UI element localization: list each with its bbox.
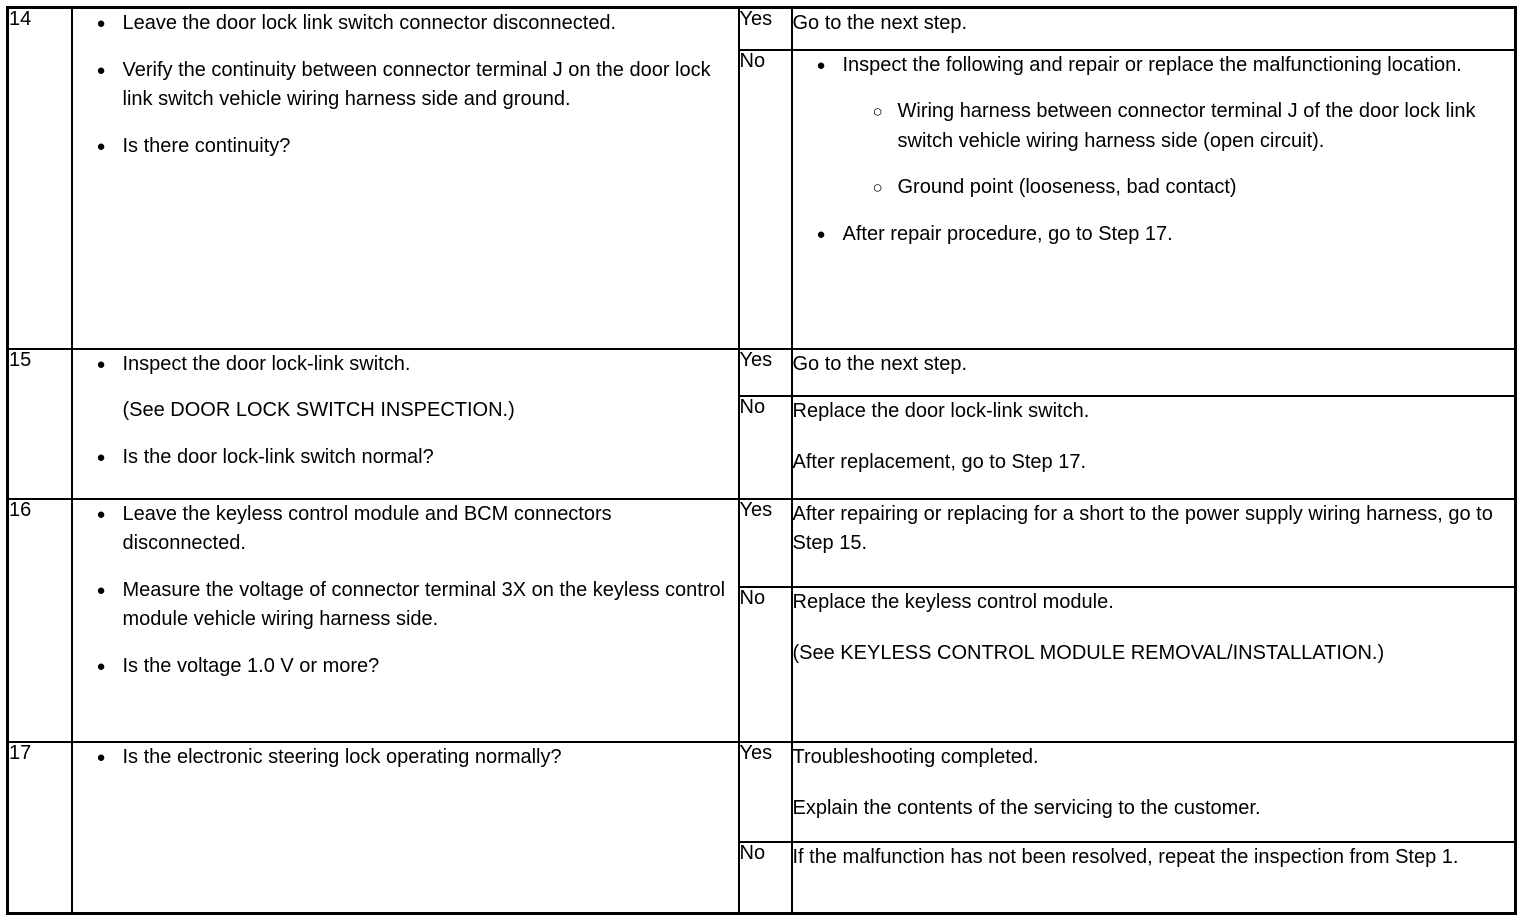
item-text: After repairing or replacing for a short… — [792, 502, 1493, 555]
bullet-item: ○ Ground point (looseness, bad contact) — [793, 173, 1515, 203]
item-text: After replacement, go to Step 17. — [792, 451, 1087, 474]
result-cell-yes: Troubleshooting completed. Explain the co… — [790, 740, 1517, 843]
bullet-item: ● Measure the voltage of connector termin… — [73, 576, 738, 635]
result-cell-no: Replace the door lock-link switch. After … — [790, 394, 1517, 500]
result-cell-no: ● Inspect the following and repair or rep… — [790, 48, 1517, 350]
step-action-cell: ● Is the electronic steering lock operati… — [70, 740, 740, 915]
item-text: Ground point (looseness, bad contact) — [897, 176, 1237, 199]
text-paragraph: Go to the next step. — [793, 9, 1515, 39]
item-text: Inspect the door lock-link switch. — [122, 352, 411, 375]
text-paragraph: Replace the keyless control module. — [793, 588, 1515, 618]
bullet-item: ● Is the electronic steering lock operati… — [73, 743, 738, 773]
item-text: Verify the continuity between connector … — [122, 58, 711, 111]
item-text: Measure the voltage of connector termina… — [122, 578, 726, 631]
item-text: Go to the next step. — [792, 12, 968, 34]
result-cell-yes: Go to the next step. — [790, 6, 1517, 51]
answer-label-no: No — [737, 394, 793, 500]
text-paragraph: If the malfunction has not been resolved… — [793, 843, 1515, 873]
result-cell-yes: Go to the next step. — [790, 347, 1517, 397]
item-text: (See DOOR LOCK SWITCH INSPECTION.) — [122, 399, 515, 422]
item-text: Explain the contents of the servicing to… — [792, 797, 1261, 820]
bullet-item: ● After repair procedure, go to Step 17. — [793, 220, 1515, 250]
item-text: Leave the door lock link switch connecto… — [122, 12, 617, 34]
item-text: Wiring harness between connector termina… — [897, 100, 1476, 152]
text-paragraph: (See DOOR LOCK SWITCH INSPECTION.) — [73, 396, 738, 426]
filled-bullet-icon: ● — [816, 56, 826, 74]
bullet-item: ● Is the voltage 1.0 V or more? — [73, 652, 738, 682]
troubleshooting-table: 14 ● Leave the door lock link switch conne… — [6, 6, 1517, 915]
text-paragraph: After replacement, go to Step 17. — [793, 448, 1515, 478]
answer-label-yes: Yes — [737, 347, 793, 397]
bullet-item: ● Verify the continuity between connector… — [73, 56, 738, 115]
item-text: Troubleshooting completed. — [792, 745, 1039, 768]
bullet-item: ● Inspect the door lock-link switch. — [73, 350, 738, 380]
answer-label-no: No — [737, 840, 793, 915]
filled-bullet-icon: ● — [96, 748, 106, 766]
answer-label-yes: Yes — [737, 740, 793, 843]
hollow-bullet-icon: ○ — [872, 102, 883, 122]
item-text: (See KEYLESS CONTROL MODULE REMOVAL/INST… — [792, 642, 1385, 665]
result-cell-no: Replace the keyless control module. (See … — [790, 585, 1517, 743]
answer-label-no: No — [737, 48, 793, 350]
step-action-cell: ● Leave the door lock link switch connect… — [70, 6, 740, 350]
table-body: 14 ● Leave the door lock link switch conne… — [6, 6, 1517, 915]
item-text: Leave the keyless control module and BCM… — [122, 502, 612, 555]
text-paragraph: Go to the next step. — [793, 350, 1515, 380]
filled-bullet-icon: ● — [816, 225, 826, 243]
item-text: Is there continuity? — [122, 134, 291, 157]
bullet-item: ○ Wiring harness between connector termin… — [793, 97, 1515, 156]
item-text: Is the electronic steering lock operatin… — [122, 745, 562, 768]
bullet-item: ● Is the door lock-link switch normal? — [73, 443, 738, 473]
table-row: 15 ● Inspect the door lock-link switch. (Se… — [6, 347, 1517, 500]
filled-bullet-icon: ● — [96, 657, 106, 675]
item-text: Inspect the following and repair or repl… — [842, 53, 1462, 76]
item-text: Is the voltage 1.0 V or more? — [122, 654, 380, 677]
text-paragraph: Explain the contents of the servicing to… — [793, 794, 1515, 824]
step-number-cell: 16 — [6, 497, 73, 743]
text-paragraph: After repairing or replacing for a short… — [793, 500, 1515, 559]
item-text: Replace the keyless control module. — [792, 590, 1114, 613]
table-row: 17 ● Is the electronic steering lock opera… — [6, 740, 1517, 915]
answer-label-yes: Yes — [737, 6, 793, 51]
item-text: Replace the door lock-link switch. — [792, 399, 1090, 422]
table-row: 14 ● Leave the door lock link switch conne… — [6, 6, 1517, 350]
filled-bullet-icon: ● — [96, 137, 106, 155]
item-text: Go to the next step. — [792, 352, 968, 375]
bullet-item: ● Is there continuity? — [73, 132, 738, 162]
filled-bullet-icon: ● — [96, 15, 106, 32]
filled-bullet-icon: ● — [96, 448, 106, 466]
bullet-item: ● Leave the door lock link switch connect… — [73, 9, 738, 39]
step-action-cell: ● Inspect the door lock-link switch. (See … — [70, 347, 740, 500]
filled-bullet-icon: ● — [96, 61, 106, 79]
table-row: No ● Inspect the following and repair or r… — [8, 48, 1517, 350]
step-action-cell: ● Leave the keyless control module and BC… — [70, 497, 740, 743]
step-number-cell: 17 — [6, 740, 73, 915]
result-cell-yes: After repairing or replacing for a short… — [790, 497, 1517, 588]
filled-bullet-icon: ● — [96, 355, 106, 373]
filled-bullet-icon: ● — [96, 581, 106, 599]
step-number-cell: 15 — [6, 347, 73, 500]
item-text: After repair procedure, go to Step 17. — [842, 222, 1173, 245]
hollow-bullet-icon: ○ — [872, 178, 883, 198]
table-row: 16 ● Leave the keyless control module and … — [6, 497, 1517, 743]
item-text: If the malfunction has not been resolved… — [792, 845, 1459, 868]
text-paragraph: Troubleshooting completed. — [793, 743, 1515, 773]
result-cell-no: If the malfunction has not been resolved… — [790, 840, 1517, 915]
text-paragraph: (See KEYLESS CONTROL MODULE REMOVAL/INST… — [793, 639, 1515, 669]
filled-bullet-icon: ● — [96, 505, 106, 523]
step-number-cell: 14 — [6, 6, 73, 350]
item-text: Is the door lock-link switch normal? — [122, 445, 434, 468]
bullet-item: ● Inspect the following and repair or rep… — [793, 51, 1515, 81]
answer-label-no: No — [737, 585, 793, 743]
answer-label-yes: Yes — [737, 497, 793, 588]
text-paragraph: Replace the door lock-link switch. — [793, 397, 1515, 427]
bullet-item: ● Leave the keyless control module and BC… — [73, 500, 738, 559]
